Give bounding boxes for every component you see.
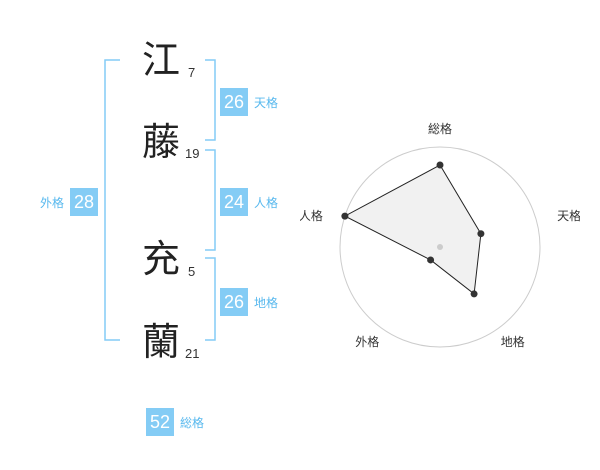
radar-polygon (343, 164, 482, 295)
jinkaku-value: 24 (220, 188, 248, 216)
chikaku-label: 地格 (254, 295, 279, 310)
radar-axis-label-4: 外格 (355, 334, 379, 349)
soukaku-value: 52 (146, 408, 174, 436)
name-char-4: 蘭 (142, 320, 181, 364)
jinkaku-badge: 24 人格 (220, 188, 278, 216)
stroke-count-2: 19 (185, 146, 200, 161)
radar-point-2 (477, 230, 485, 238)
gaikaku-bracket (104, 59, 120, 341)
soukaku-label: 総格 (180, 415, 205, 430)
tenkaku-badge: 26 天格 (220, 88, 278, 116)
tenkaku-label: 天格 (254, 95, 279, 110)
tenkaku-bracket (205, 59, 216, 141)
radar-point-3 (470, 290, 478, 298)
radar-point-4 (427, 256, 435, 264)
chikaku-bracket (205, 257, 216, 341)
name-char-3: 充 (142, 237, 181, 281)
gaikaku-badge: 外格 28 (40, 188, 99, 216)
name-char-1: 江 (142, 38, 181, 82)
stroke-count-4: 21 (185, 346, 200, 361)
stroke-count-1: 7 (188, 65, 196, 80)
stroke-count-3: 5 (188, 264, 196, 279)
radar-axis-label-1: 総格 (428, 121, 452, 136)
radar-axis-label-3: 地格 (501, 334, 525, 349)
radar-axis-label-5: 人格 (300, 208, 323, 223)
radar-center-dot (437, 244, 443, 250)
name-char-2: 藤 (142, 120, 181, 164)
tenkaku-value: 26 (220, 88, 248, 116)
gaikaku-value: 28 (70, 188, 99, 216)
radar-point-5 (341, 212, 349, 220)
bracket-lines (104, 59, 216, 341)
radar-shape (341, 161, 485, 298)
jinkaku-bracket (205, 149, 216, 251)
soukaku-badge: 52 総格 (146, 408, 204, 436)
chikaku-value: 26 (220, 288, 248, 316)
jinkaku-label: 人格 (254, 195, 279, 210)
gaikaku-label: 外格 (40, 195, 65, 210)
radar-point-1 (436, 161, 444, 169)
chikaku-badge: 26 地格 (220, 288, 278, 316)
radar-axis-label-2: 天格 (557, 208, 580, 223)
